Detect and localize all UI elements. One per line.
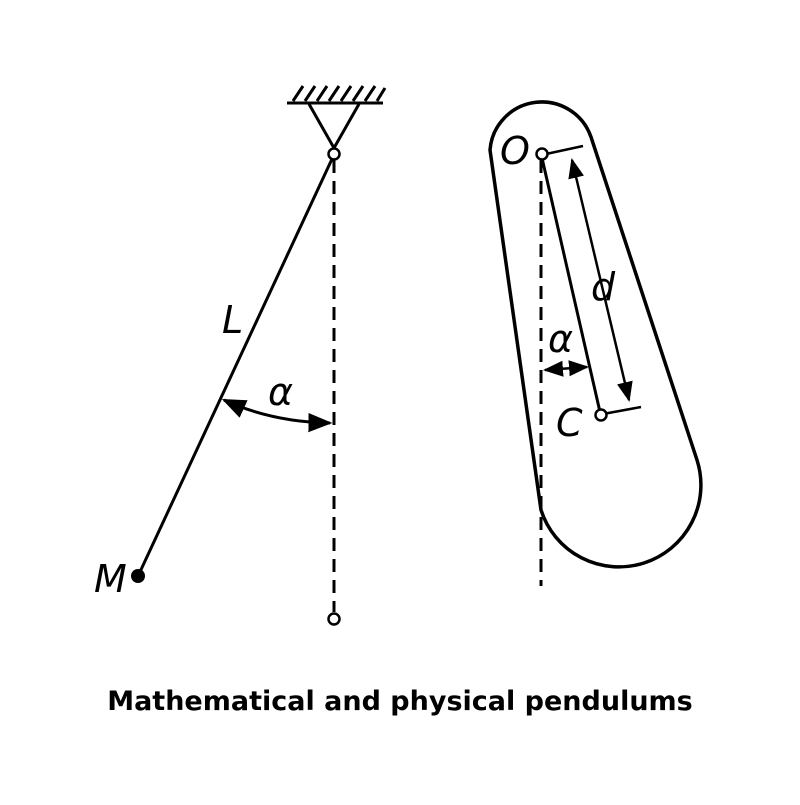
equilibrium-point	[327, 612, 341, 626]
string-length-label: L	[222, 298, 243, 342]
physical-pendulum: O d α C	[488, 100, 703, 586]
pivot-label: O	[500, 129, 530, 173]
dimension-extension-top	[545, 144, 584, 156]
pivot-point-o	[535, 147, 549, 161]
pendulum-string	[137, 158, 334, 575]
angle-label-phys: α	[548, 317, 573, 361]
distance-dimension-arrow	[568, 158, 633, 402]
mass-label: M	[94, 557, 127, 601]
angle-label-math: α	[268, 370, 293, 414]
mass-bob	[131, 569, 145, 583]
angle-arrow-phys	[543, 360, 589, 377]
pivot-hinge	[327, 147, 341, 161]
figure-caption: Mathematical and physical pendulums	[107, 686, 693, 717]
distance-label: d	[591, 265, 616, 309]
dimension-extension-bottom	[602, 405, 642, 416]
center-of-mass-point	[594, 408, 608, 422]
mathematical-pendulum: L α M	[94, 85, 387, 626]
center-of-mass-label: C	[556, 401, 583, 445]
ceiling-support	[287, 85, 387, 152]
angle-arc-math	[221, 398, 333, 433]
